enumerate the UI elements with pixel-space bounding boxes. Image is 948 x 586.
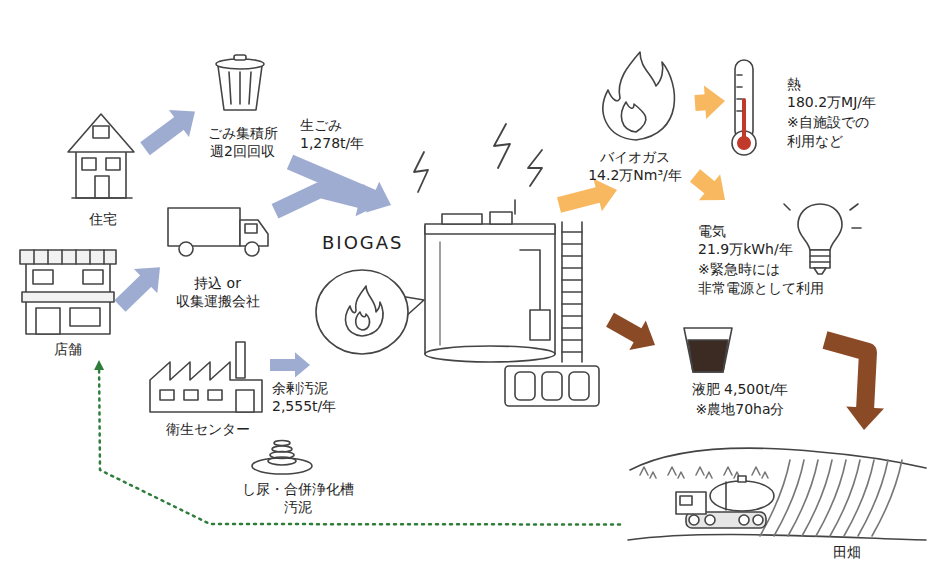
node-text: ※緊急時には 非常電源として利用 xyxy=(698,260,826,296)
thermometer-icon xyxy=(732,60,756,155)
arrow-head xyxy=(704,86,725,120)
trash-can-icon xyxy=(216,55,264,110)
node-text: ※自施設での 利用など xyxy=(787,113,871,149)
node-text: 液肥 4,500t/年 xyxy=(692,380,789,398)
grass-tuft xyxy=(668,467,684,478)
ladder-rung xyxy=(562,267,582,269)
node-text: ※農地70ha分 xyxy=(696,400,785,418)
field-furrow xyxy=(872,460,902,536)
ladder-rung xyxy=(562,279,582,281)
arrow-head xyxy=(134,267,160,293)
diagram-node: 液肥 4,500t/年 ※農地70ha分 xyxy=(655,320,825,420)
arrow-head xyxy=(593,179,617,212)
diagram-node: 持込 or 収集運搬会社 xyxy=(160,200,275,312)
digester-tank xyxy=(425,200,555,362)
ladder-rung xyxy=(562,291,582,293)
arrow-head xyxy=(846,407,884,430)
diagram-node: 衛生センター xyxy=(145,340,270,440)
arrow-head xyxy=(94,360,104,370)
field-furrow xyxy=(830,460,860,536)
flow-arrow xyxy=(290,162,391,213)
ladder-rung xyxy=(562,303,582,305)
flow-arrow xyxy=(270,352,310,377)
factory-icon xyxy=(150,342,262,412)
arrow-head xyxy=(366,182,391,213)
arrow-head xyxy=(629,321,655,350)
septic-tank-icon xyxy=(252,441,312,475)
flow-label: 余剰汚泥 2,555t/年 xyxy=(272,379,339,415)
flow-arrow xyxy=(695,174,725,200)
diagram-node: 田畑 xyxy=(620,430,925,565)
truck-icon xyxy=(168,208,268,256)
house-icon xyxy=(68,114,134,198)
field-illustration xyxy=(628,448,926,540)
node-text: 住宅 xyxy=(88,210,118,228)
node-text: 店舗 xyxy=(53,340,83,358)
node-text: 持込 or 収集運搬会社 xyxy=(175,274,261,310)
arrow-shaft xyxy=(145,120,184,149)
ladder-rung xyxy=(562,339,582,341)
tank-ladder xyxy=(562,222,582,362)
ladder-rung xyxy=(562,327,582,329)
biogas-bubble xyxy=(316,270,424,354)
lightning-symbol xyxy=(414,124,542,192)
node-text: 田畑 xyxy=(833,543,863,561)
grass-tuft xyxy=(640,467,656,478)
field-furrow xyxy=(802,460,832,536)
node-text: バイオガス 14.2万Nm³/年 xyxy=(587,148,683,184)
ladder-rung xyxy=(562,255,582,257)
node-text: BIOGAS xyxy=(322,231,394,254)
arrow-shaft xyxy=(825,340,868,414)
flow-arrow xyxy=(610,320,655,350)
tanker-vehicle xyxy=(676,476,774,528)
field-furrow xyxy=(774,460,804,536)
diagram-node: BIOGAS xyxy=(310,205,610,410)
dotted-return-arrow xyxy=(94,360,620,525)
arrow-head xyxy=(169,110,195,137)
field-furrow xyxy=(816,460,846,536)
shop-icon xyxy=(20,250,116,334)
flame-icon xyxy=(603,52,674,140)
arrow-head xyxy=(699,174,725,200)
flow-arrow xyxy=(559,179,617,212)
diagram-node: 住宅 xyxy=(60,105,145,230)
node-text: 熱 180.2万MJ/年 xyxy=(787,75,879,111)
ladder-rung xyxy=(562,315,582,317)
node-text: ごみ集積所 週2回回収 xyxy=(207,124,279,160)
flow-arrow xyxy=(695,86,725,120)
flow-arrow xyxy=(825,340,884,430)
field-furrow xyxy=(858,460,888,536)
light-bulb-icon xyxy=(784,204,861,274)
ladder-rung xyxy=(562,351,582,353)
grass-tuft xyxy=(752,467,768,478)
grass-tuft xyxy=(696,467,712,478)
liquid-fertilizer-glass xyxy=(684,328,732,372)
ladder-rung xyxy=(562,231,582,233)
arrow-head xyxy=(295,352,310,377)
ladder-rung xyxy=(562,243,582,245)
node-text: し尿・合併浄化槽 汚泥 xyxy=(241,480,355,516)
diagram-node: 電気 21.9万kWh/年※緊急時には 非常電源として利用 xyxy=(690,200,865,310)
flow-arrow xyxy=(145,110,195,149)
flow-arrow xyxy=(120,267,160,306)
diagram-node: 熱 180.2万MJ/年※自施設での 利用など xyxy=(725,55,925,170)
field-furrow xyxy=(788,460,818,536)
node-text: 衛生センター xyxy=(165,420,251,438)
arrow-shaft xyxy=(290,162,378,200)
field-furrow xyxy=(844,460,874,536)
diagram-node: ごみ集積所 週2回回収 xyxy=(195,50,290,162)
arrow-shaft xyxy=(99,367,620,525)
arrow-shaft xyxy=(120,277,150,306)
diagram-node: し尿・合併浄化槽 汚泥 xyxy=(230,438,365,518)
diagram-node: 店舗 xyxy=(15,240,120,360)
battery-pack xyxy=(505,366,599,406)
node-text: 電気 21.9万kWh/年 xyxy=(698,222,795,258)
arrow-shaft xyxy=(559,194,603,205)
flow-label: 生ごみ 1,278t/年 xyxy=(300,116,367,152)
diagram-node: バイオガス 14.2万Nm³/年 xyxy=(575,45,695,190)
